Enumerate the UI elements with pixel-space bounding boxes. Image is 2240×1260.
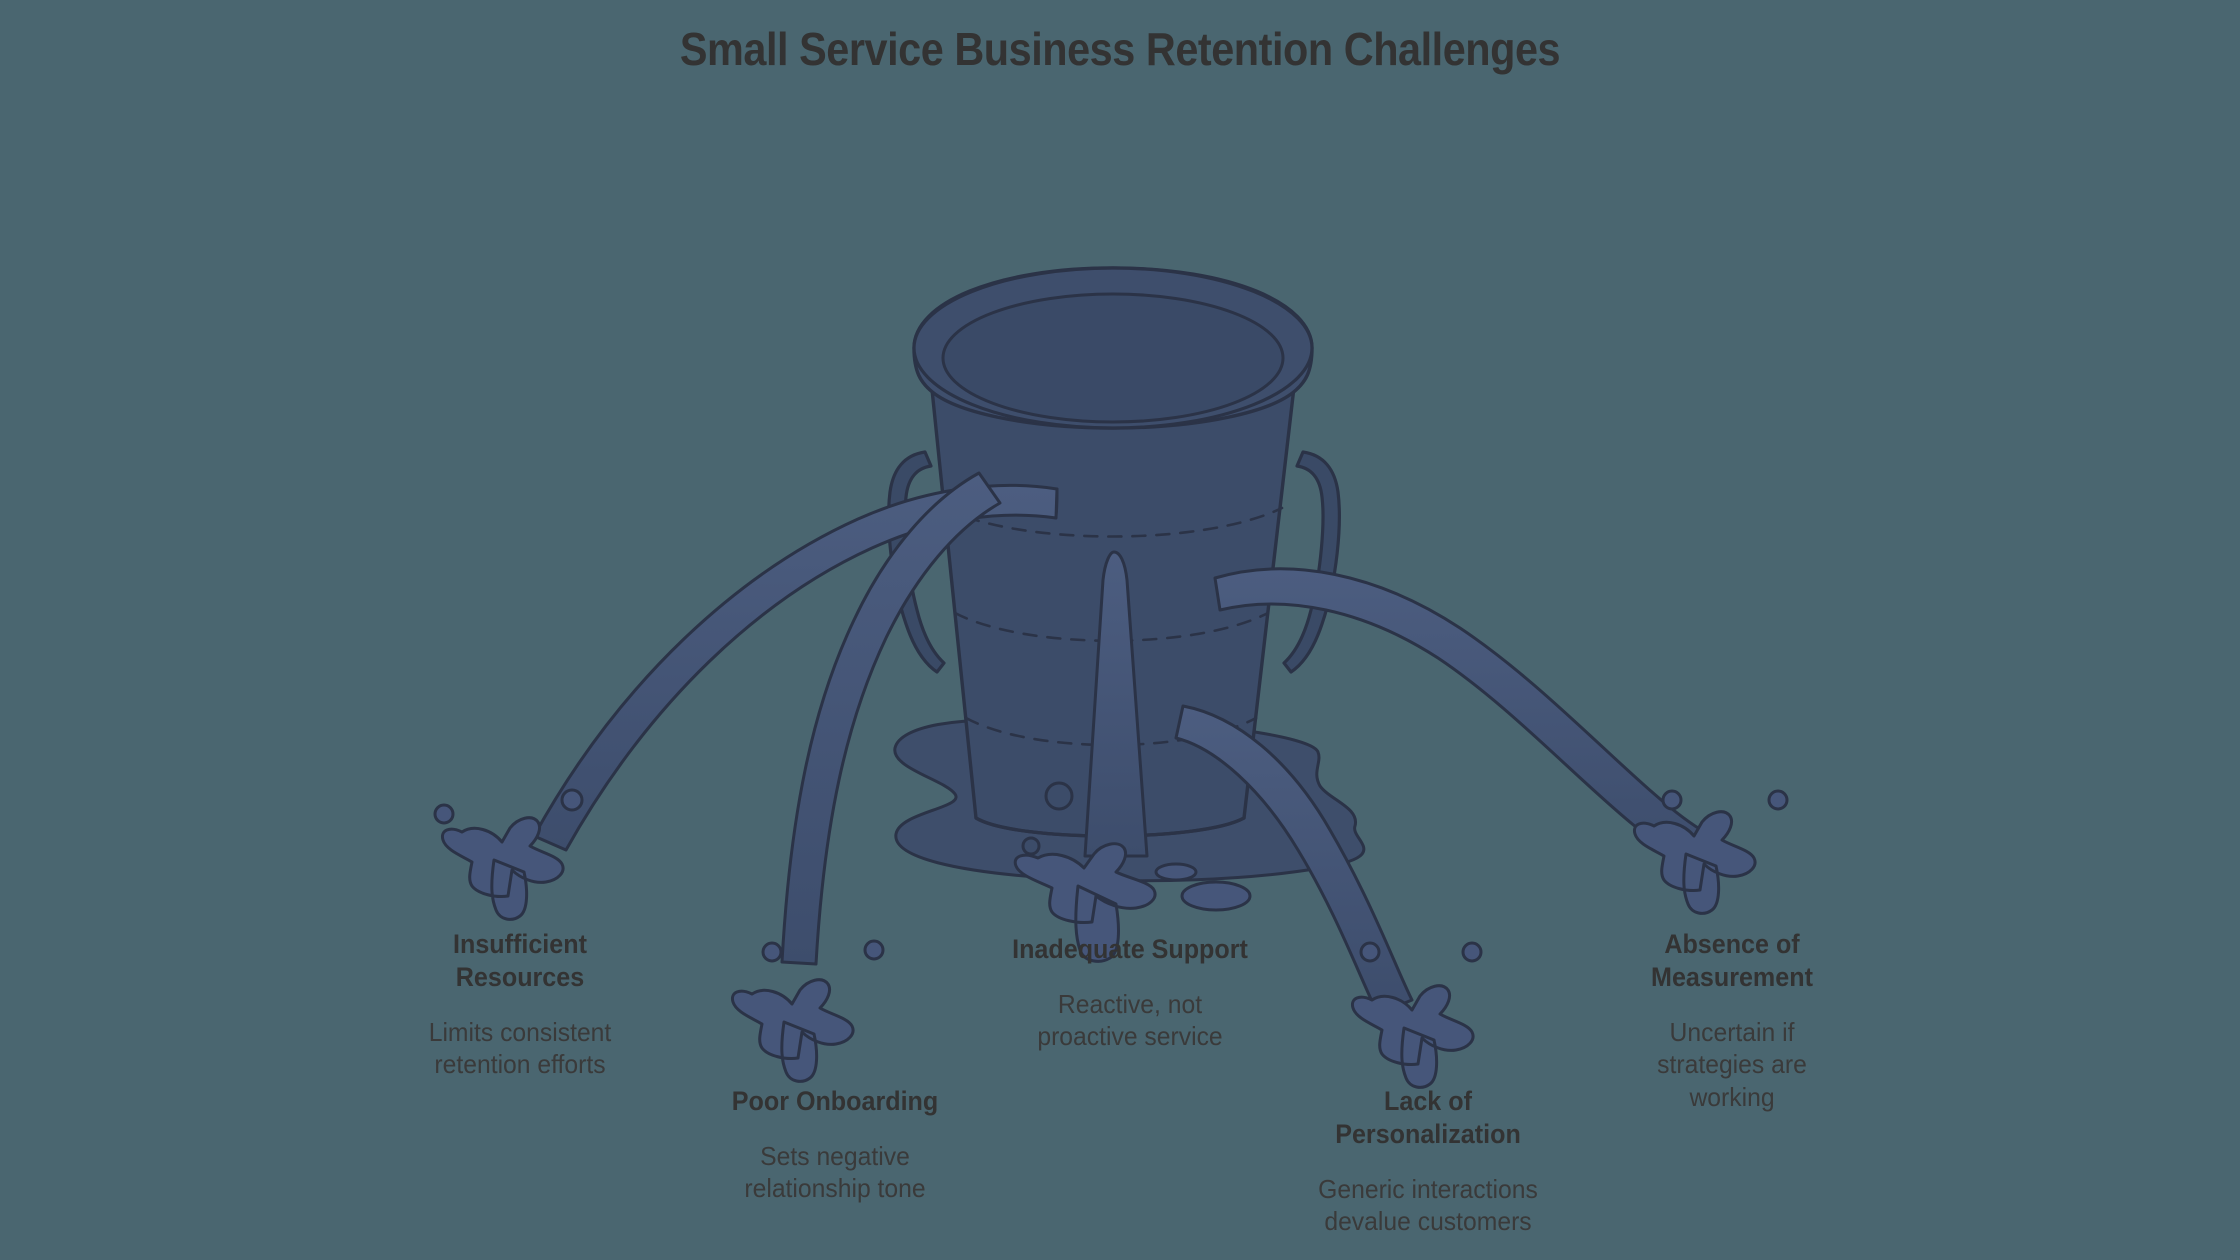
bucket-handle-right — [1282, 450, 1341, 674]
droplet — [1767, 789, 1789, 811]
callout-title: Insufficient Resources — [453, 929, 587, 992]
droplet-ellipse — [1180, 880, 1252, 912]
bucket-rim — [912, 266, 1314, 430]
callout-description: Limits consistent retention efforts — [428, 1016, 612, 1080]
splash-insufficient-resources — [433, 788, 584, 921]
bucket-bubble-small — [1021, 836, 1041, 856]
callout-poor-onboarding: Poor Onboarding Sets negative relationsh… — [665, 1085, 1005, 1205]
bucket-band-1 — [942, 506, 1284, 538]
callout-title: Absence of Measurement — [1651, 929, 1813, 992]
droplet-ellipse — [1154, 862, 1198, 882]
callout-lack-of-personalization: Lack of Personalization Generic interact… — [1238, 1085, 1618, 1238]
leak-stream-poor-onboarding — [780, 471, 1002, 966]
bucket-band-2 — [953, 611, 1270, 642]
droplet — [863, 939, 885, 961]
droplet — [560, 788, 584, 812]
droplet — [1661, 789, 1683, 811]
bucket-bubble-large — [1044, 781, 1074, 811]
droplet — [761, 941, 783, 963]
splash-lack-of-personalization — [1350, 941, 1483, 1089]
callout-insufficient-resources: Insufficient Resources Limits consistent… — [350, 928, 690, 1081]
callout-description: Reactive, not proactive service — [1037, 988, 1223, 1052]
callout-description: Uncertain if strategies are working — [1657, 1016, 1807, 1112]
callout-title: Poor Onboarding — [731, 1086, 939, 1116]
callout-absence-of-measurement: Absence of Measurement Uncertain if stra… — [1562, 928, 1902, 1113]
splash-poor-onboarding — [730, 939, 885, 1083]
leak-stream-insufficient-resources — [532, 483, 1059, 852]
droplet — [1359, 941, 1381, 963]
rim-inner-ellipse — [941, 292, 1285, 424]
splash-inadequate-support — [1013, 842, 1252, 963]
callout-inadequate-support: Inadequate Support Reactive, not proacti… — [940, 933, 1320, 1053]
page-title: Small Service Business Retention Challen… — [679, 23, 1561, 75]
callout-description: Generic interactions devalue customers — [1318, 1173, 1538, 1237]
callout-title: Inadequate Support — [1012, 934, 1248, 964]
callout-title: Lack of Personalization — [1335, 1086, 1521, 1149]
droplet — [1461, 941, 1483, 963]
callout-description: Sets negative relationship tone — [744, 1140, 926, 1204]
splash-absence-of-measurement — [1632, 789, 1789, 915]
droplet — [433, 803, 455, 825]
